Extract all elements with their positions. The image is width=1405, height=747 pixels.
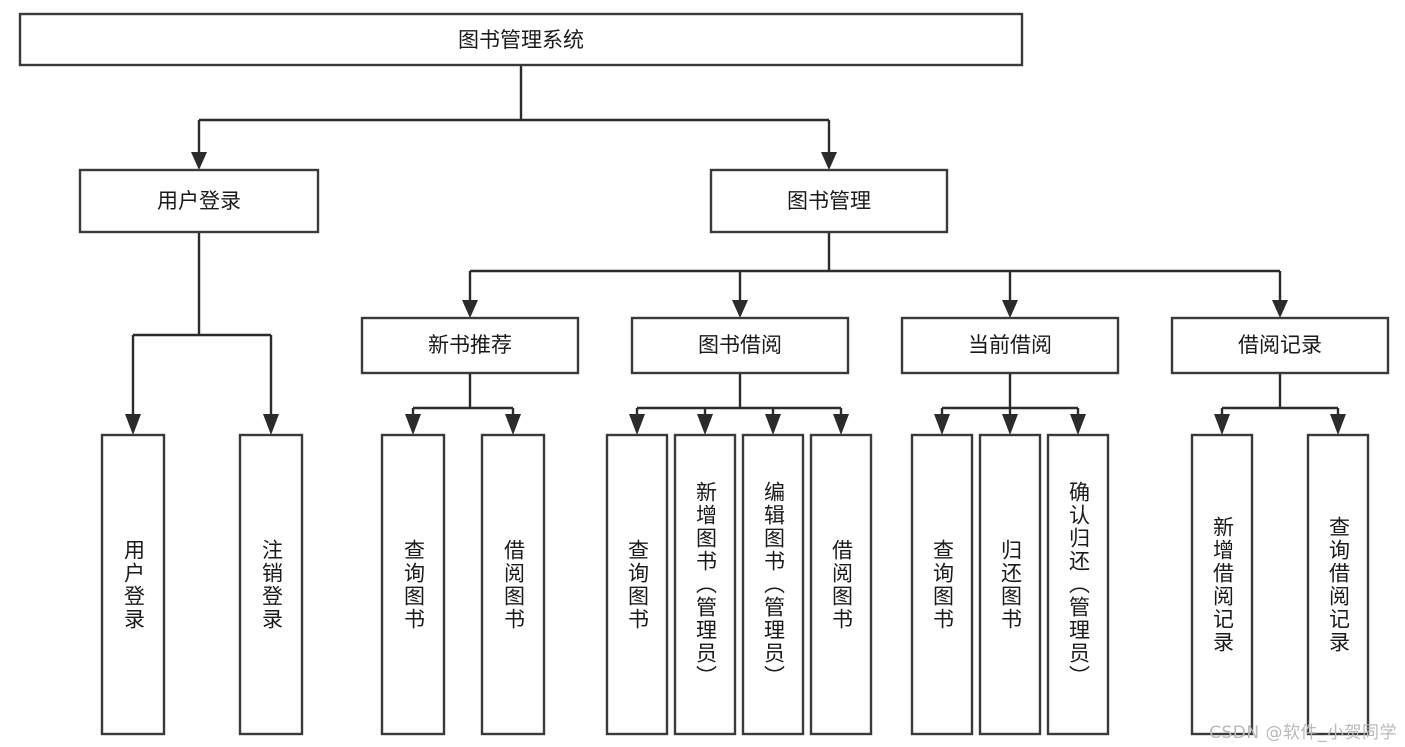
leaf-box-book-borrow-query[interactable] <box>605 433 669 736</box>
leaf-box-user-login-logout[interactable] <box>238 433 304 736</box>
node-label-current-borrow: 当前借阅 <box>968 333 1052 357</box>
arrow-current-borrow-leaf-2 <box>1002 414 1018 435</box>
leaf-box-new-book-borrow[interactable] <box>480 433 546 736</box>
arrow-to-new-book <box>462 300 478 318</box>
leaf-box-current-borrow-confirm[interactable] <box>1046 433 1110 736</box>
node-label-book-management: 图书管理 <box>787 189 871 213</box>
arrow-user-login-leaf-2 <box>263 414 279 435</box>
node-label-book-borrow: 图书借阅 <box>698 333 782 357</box>
arrow-to-borrow-record <box>1272 300 1288 318</box>
leaf-box-current-borrow-return[interactable] <box>978 433 1042 736</box>
leaf-box-new-book-query[interactable] <box>380 433 446 736</box>
arrow-borrow-record-leaf-2 <box>1330 414 1346 435</box>
leaf-box-current-borrow-query[interactable] <box>910 433 974 736</box>
arrow-to-book-borrow <box>732 300 748 318</box>
arrow-current-borrow-leaf-3 <box>1070 414 1086 435</box>
arrow-new-book-leaf-1 <box>405 414 421 435</box>
arrow-book-borrow-leaf-3 <box>765 414 781 435</box>
node-box-root[interactable] <box>18 12 1024 67</box>
node-box-current-borrow[interactable] <box>900 316 1120 375</box>
node-box-borrow-record[interactable] <box>1170 316 1390 375</box>
leaf-box-borrow-record-add[interactable] <box>1190 433 1254 736</box>
node-label-user-login: 用户登录 <box>157 189 241 213</box>
leaf-box-book-borrow-borrow[interactable] <box>809 433 873 736</box>
node-box-new-book-recommend[interactable] <box>360 316 580 375</box>
arrow-book-borrow-leaf-4 <box>833 414 849 435</box>
leaf-box-book-borrow-add[interactable] <box>673 433 737 736</box>
arrow-user-login-leaf-1 <box>125 414 141 435</box>
arrow-to-user-login <box>191 152 207 170</box>
node-box-user-login[interactable] <box>78 168 320 234</box>
node-box-book-management[interactable] <box>709 168 949 234</box>
node-label-new-book-recommend: 新书推荐 <box>428 333 512 357</box>
connectors-layer <box>125 65 1346 435</box>
arrow-new-book-leaf-2 <box>505 414 521 435</box>
csdn-watermark: CSDN @软件_小贺同学 <box>1209 723 1397 743</box>
arrow-book-borrow-leaf-1 <box>629 414 645 435</box>
arrow-to-current-borrow <box>1002 300 1018 318</box>
arrow-to-book-mgmt <box>821 152 837 170</box>
node-label-borrow-record: 借阅记录 <box>1238 333 1322 357</box>
node-label-root: 图书管理系统 <box>458 28 584 52</box>
arrow-current-borrow-leaf-1 <box>934 414 950 435</box>
nodes-layer: 图书管理系统 用户登录 图书管理 新书推荐 图书借阅 当前借阅 借阅记录 <box>18 12 1390 736</box>
node-box-book-borrow[interactable] <box>630 316 850 375</box>
arrow-borrow-record-leaf-1 <box>1214 414 1230 435</box>
arrow-book-borrow-leaf-2 <box>697 414 713 435</box>
leaf-box-borrow-record-query[interactable] <box>1306 433 1370 736</box>
leaf-box-user-login-login[interactable] <box>100 433 166 736</box>
leaf-box-book-borrow-edit[interactable] <box>741 433 805 736</box>
